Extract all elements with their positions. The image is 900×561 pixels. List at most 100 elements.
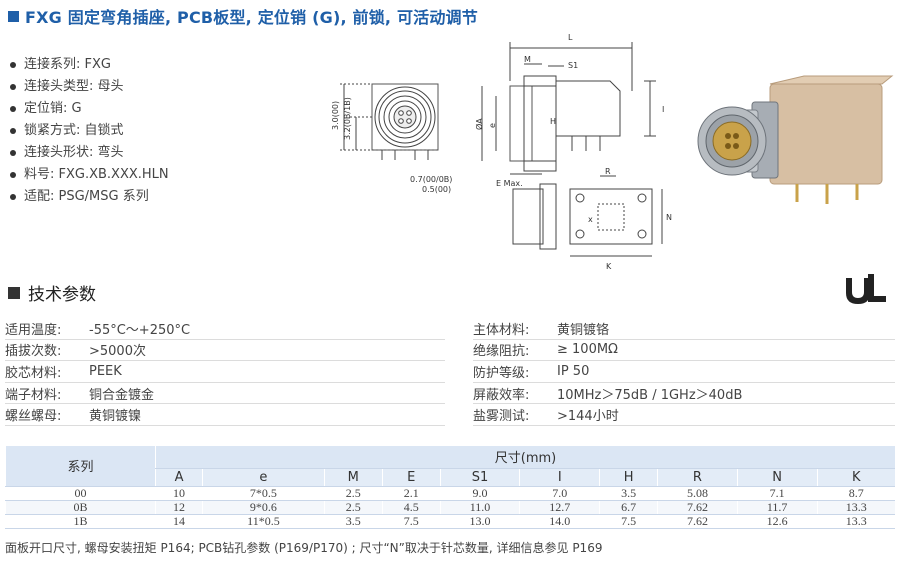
series-header: 系列 (5, 446, 156, 487)
bullet-icon (10, 150, 16, 156)
spec-row: 胶芯材料:PEEK (5, 361, 445, 383)
spec-label: 主体材料: (473, 322, 530, 338)
dim-label: R (605, 167, 611, 176)
spec-value: 黄铜镀镍 (89, 409, 142, 425)
bullet-icon (10, 172, 16, 178)
spec-row: 端子材料: 铜合金镀金 (5, 383, 445, 405)
feature-label: 连接系列: FXG (24, 57, 111, 72)
feature-item: 连接系列: FXG (10, 54, 310, 76)
section-title: 技术参数 (28, 285, 96, 305)
feature-item: 连接头类型: 母头 (10, 76, 310, 98)
table-cell: 11.7 (736, 500, 818, 515)
table-column-row: A e M E S1 I H R N K (6, 468, 895, 487)
table-cell: 5.08 (657, 486, 738, 501)
spec-value: ≥ 100MΩ (557, 342, 618, 358)
table-cell: 14 (154, 514, 203, 529)
table-row: 1B 14 11*0.5 3.5 7.5 13.0 14.0 7.5 7.62 … (5, 514, 895, 529)
dim-label: 0.7(00/0B) (410, 175, 452, 184)
series-cell: 1B (5, 514, 156, 529)
spec-value: -55°C～+250°C (89, 322, 191, 338)
table-cell: 13.0 (439, 514, 520, 529)
table-cell: 7.1 (736, 486, 818, 501)
table-cell: 13.3 (816, 500, 895, 515)
column-header: K (816, 468, 895, 487)
spec-row: 绝缘阻抗:≥ 100MΩ (473, 340, 895, 362)
table-row: 0B 12 9*0.6 2.5 4.5 11.0 12.7 6.7 7.62 1… (5, 500, 895, 515)
spec-label: 适用温度: (5, 322, 62, 338)
series-cell: 0B (5, 500, 156, 515)
column-header: E (381, 468, 441, 487)
table-cell: 13.3 (816, 514, 895, 529)
section-header: 技术参数 (8, 280, 96, 305)
table-cell: 10 (154, 486, 203, 501)
feature-label: 连接头形状: 弯头 (24, 145, 124, 160)
footer-note: 面板开口尺寸, 螺母安装扭矩 P164; PCB钻孔参数 (P169/P170)… (5, 541, 603, 555)
feature-label: 适配: PSG/MSG 系列 (24, 189, 149, 204)
dim-label: E Max. (496, 179, 523, 188)
table-cell: 2.5 (323, 500, 383, 515)
spec-label: 螺丝螺母: (5, 409, 62, 425)
technical-drawing: 3.0(00) 3.2(0B/1B) 0.7(00/0B) 0.5(00) L … (331, 33, 672, 271)
dim-label: 3.0(00) (331, 101, 340, 130)
dim-label: I (662, 105, 664, 114)
series-cell: 00 (5, 486, 156, 501)
feature-label: 锁紧方式: 自锁式 (24, 123, 124, 138)
spec-row: 插拔次数:>5000次 (5, 340, 445, 362)
product-photo (697, 75, 894, 204)
spec-label: 端子材料: (5, 387, 62, 403)
spec-label: 防护等级: (473, 365, 530, 381)
feature-label: 料号: FXG.XB.XXX.HLN (24, 167, 169, 182)
spec-value: >144小时 (557, 409, 619, 425)
column-header: N (736, 468, 818, 487)
spec-label: 插拔次数: (5, 344, 62, 360)
table-cell: 14.0 (519, 514, 600, 529)
bullet-icon (10, 84, 16, 90)
title-row: FXG 固定弯角插座, PCB板型, 定位销 (G), 前锁, 可活动调节 (8, 4, 478, 28)
feature-item: 料号: FXG.XB.XXX.HLN (10, 164, 310, 186)
feature-label: 定位销: G (24, 101, 82, 116)
column-header: A (154, 468, 203, 487)
bullet-icon (10, 194, 16, 200)
dim-label: 0.5(00) (422, 185, 451, 194)
feature-item: 适配: PSG/MSG 系列 (10, 186, 310, 208)
spec-value: 10MHz＞75dB / 1GHz＞40dB (557, 387, 743, 403)
column-header: H (599, 468, 658, 487)
table-cell: 7.5 (599, 514, 658, 529)
dim-label: 3.2(0B/1B) (343, 97, 352, 140)
section-square-icon (8, 286, 20, 299)
table-cell: 12.7 (519, 500, 600, 515)
dim-label: L (568, 33, 573, 42)
side-view (481, 42, 656, 175)
dim-label: M (524, 55, 531, 64)
feature-item: 定位销: G (10, 98, 310, 120)
column-header: M (323, 468, 383, 487)
dim-label: S1 (568, 61, 578, 70)
spec-value: IP 50 (557, 363, 590, 379)
spec-value: 黄铜镀铬 (557, 322, 610, 338)
spec-row: 适用温度: -55°C～+250°C (5, 318, 445, 340)
title-square-icon (8, 10, 19, 22)
spec-row: 盐雾测试: >144小时 (473, 404, 895, 426)
spec-label: 盐雾测试: (473, 409, 530, 425)
table-cell: 4.5 (381, 500, 441, 515)
dim-label: H (550, 117, 556, 126)
spec-row: 螺丝螺母: 黄铜镀镍 (5, 404, 445, 426)
dim-label: ØA (474, 118, 484, 130)
spec-value: PEEK (89, 363, 122, 379)
size-header: 尺寸(mm) (155, 446, 895, 469)
page-title: FXG 固定弯角插座, PCB板型, 定位销 (G), 前锁, 可活动调节 (25, 8, 478, 27)
feature-item: 连接头形状: 弯头 (10, 142, 310, 164)
bullet-icon (10, 62, 16, 68)
column-header: e (202, 468, 325, 487)
spec-value: 铜合金镀金 (89, 387, 155, 403)
front-view (340, 83, 439, 160)
dim-label: e (488, 123, 497, 128)
table-cell: 7.0 (519, 486, 600, 501)
feature-label: 连接头类型: 母头 (24, 79, 124, 94)
table-cell: 2.1 (381, 486, 441, 501)
table-cell: 7.5 (381, 514, 441, 529)
column-header: S1 (439, 468, 520, 487)
spec-list-left: 适用温度:-55°C～+250°C 插拔次数:>5000次 胶芯材料:PEEK … (5, 318, 445, 426)
spec-list-right: 主体材料:黄铜镀铬 绝缘阻抗:≥ 100MΩ 防护等级:IP 50 屏蔽效率:1… (473, 318, 895, 426)
table-header-row: 系列 尺寸(mm) (5, 446, 895, 487)
